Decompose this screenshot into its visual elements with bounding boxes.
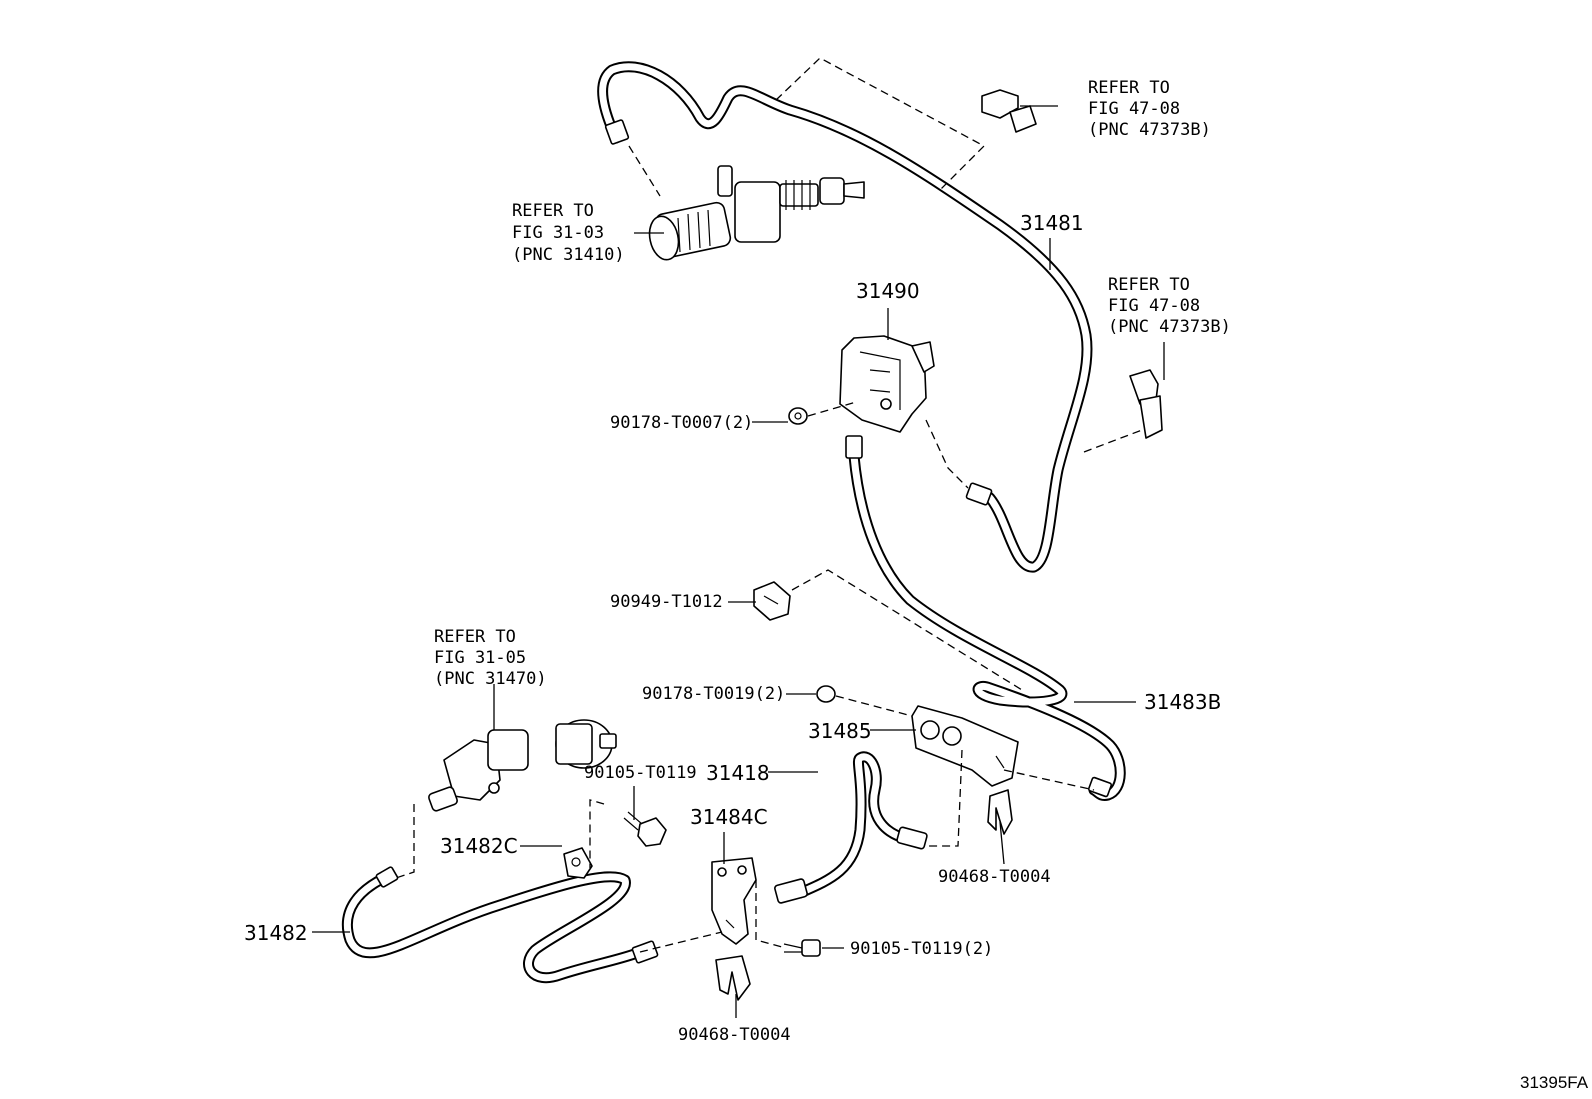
part-31483b: 31483B bbox=[1144, 690, 1221, 714]
pipe-31482 bbox=[341, 871, 646, 984]
clip-90468-t0004-right bbox=[987, 789, 1013, 835]
part-90468-t0004-right: 90468-T0004 bbox=[938, 867, 1051, 887]
part-90468-t0004-bottom: 90468-T0004 bbox=[678, 1025, 791, 1045]
master-cylinder bbox=[648, 165, 865, 261]
pipe-31482-nuts bbox=[375, 866, 659, 964]
nut-90178-t0007 bbox=[788, 407, 808, 425]
bracket-31484c bbox=[711, 857, 757, 945]
part-numbers: 31481 31490 90178-T0007(2) 90949-T1012 9… bbox=[244, 211, 1221, 1045]
part-90105-t0119-a: 90105-T0119 bbox=[584, 763, 697, 783]
svg-text:REFER TO: REFER TO bbox=[1088, 78, 1170, 98]
union-fitting bbox=[845, 435, 993, 506]
ref-master-cylinder: REFER TO FIG 31-03 (PNC 31410) bbox=[512, 201, 625, 265]
part-90178-t0007: 90178-T0007(2) bbox=[610, 413, 753, 433]
svg-text:REFER TO: REFER TO bbox=[434, 627, 516, 647]
part-31485: 31485 bbox=[808, 719, 872, 743]
svg-text:(PNC 47373B): (PNC 47373B) bbox=[1108, 317, 1231, 337]
svg-text:FIG 31-05: FIG 31-05 bbox=[434, 648, 526, 668]
part-31482c: 31482C bbox=[440, 834, 518, 858]
clip-90949-t1012 bbox=[753, 581, 791, 621]
svg-text:REFER TO: REFER TO bbox=[1108, 275, 1190, 295]
pipe-clamp-right bbox=[1129, 369, 1163, 439]
svg-text:(PNC 47373B): (PNC 47373B) bbox=[1088, 120, 1211, 140]
part-31481: 31481 bbox=[1020, 211, 1084, 235]
ref-clamp-right: REFER TO FIG 47-08 (PNC 47373B) bbox=[1108, 275, 1231, 337]
part-90178-t0019: 90178-T0019(2) bbox=[642, 684, 785, 704]
dashed-connectors bbox=[395, 57, 1143, 953]
clip-90468-t0004-bottom bbox=[715, 955, 751, 1001]
bolt-90105-t0119-a bbox=[623, 811, 667, 847]
part-31490: 31490 bbox=[856, 279, 920, 303]
release-cylinder bbox=[428, 719, 617, 812]
svg-text:(PNC 31410): (PNC 31410) bbox=[512, 245, 625, 265]
part-90105-t0119-b: 90105-T0119(2) bbox=[850, 939, 993, 959]
pipe-31481 bbox=[597, 61, 1093, 573]
bolt-90105-t0119-b bbox=[783, 939, 821, 957]
bracket-31490 bbox=[839, 335, 935, 433]
ref-clamp-top: REFER TO FIG 47-08 (PNC 47373B) bbox=[1088, 78, 1211, 140]
svg-text:(PNC 31470): (PNC 31470) bbox=[434, 669, 547, 689]
svg-text:FIG 47-08: FIG 47-08 bbox=[1088, 99, 1180, 119]
svg-text:FIG 31-03: FIG 31-03 bbox=[512, 223, 604, 243]
leader-lines bbox=[312, 105, 1165, 1018]
nut-90178-t0019 bbox=[816, 685, 836, 703]
pipe-31483b-end bbox=[1087, 776, 1113, 798]
part-31482: 31482 bbox=[244, 921, 308, 945]
part-31418: 31418 bbox=[706, 761, 770, 785]
hose-31418 bbox=[794, 751, 921, 899]
part-90949-t1012: 90949-T1012 bbox=[610, 592, 723, 612]
pipe-clamp-top bbox=[981, 89, 1037, 133]
part-31484c: 31484C bbox=[690, 805, 768, 829]
pipe-31483b bbox=[848, 450, 1126, 801]
hose-31418-fittings bbox=[774, 826, 928, 904]
bracket-31485 bbox=[911, 705, 1019, 787]
svg-text:REFER TO: REFER TO bbox=[512, 201, 594, 221]
figure-id: 31395FA bbox=[1520, 1073, 1589, 1092]
ref-release-cylinder: REFER TO FIG 31-05 (PNC 31470) bbox=[434, 627, 547, 689]
pipe-nut-top bbox=[604, 119, 630, 145]
svg-text:FIG 47-08: FIG 47-08 bbox=[1108, 296, 1200, 316]
clip-31482c bbox=[563, 847, 593, 879]
